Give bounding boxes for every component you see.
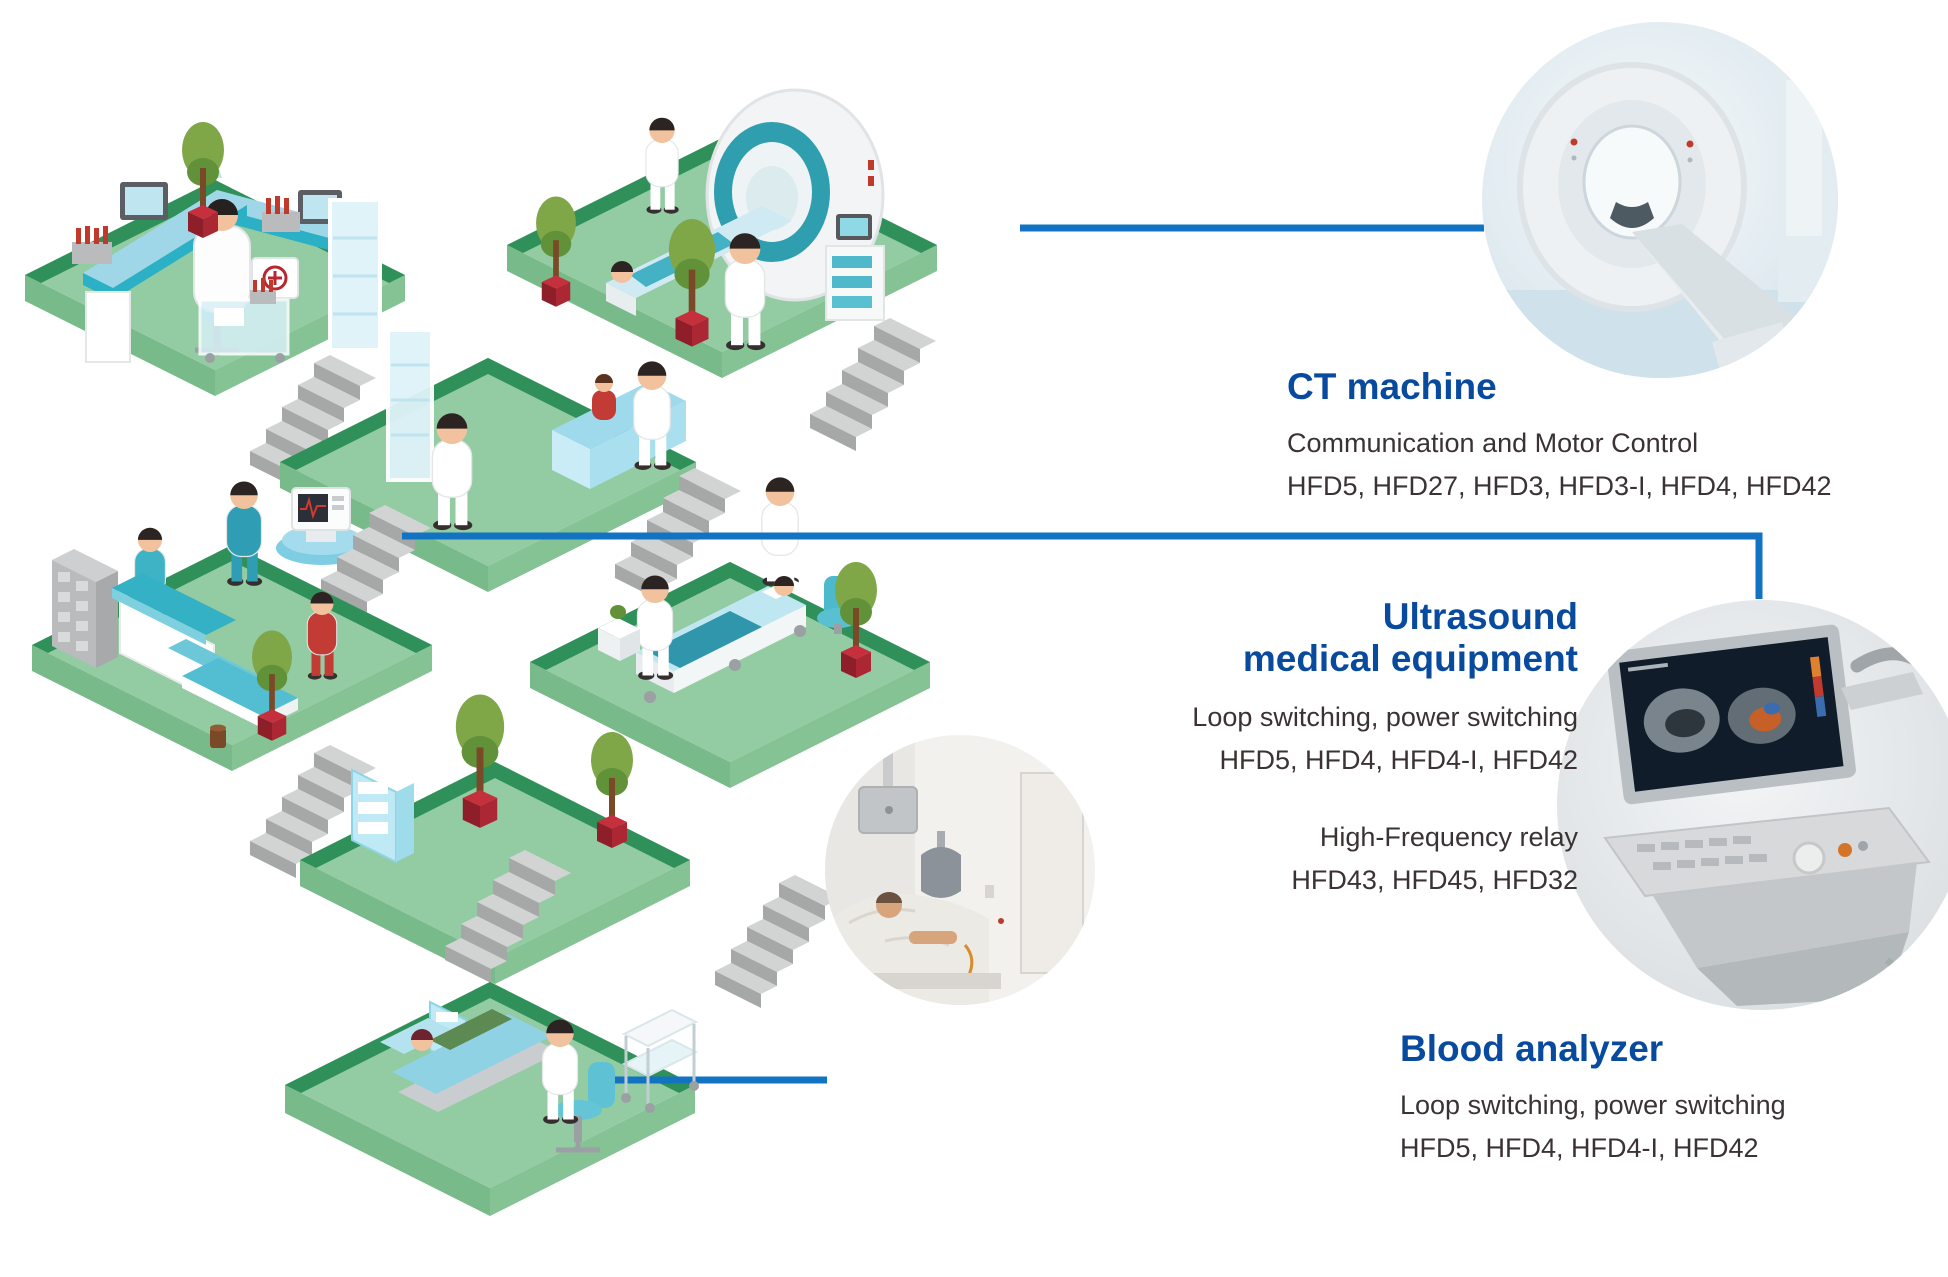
blood-callout-title: Blood analyzer <box>1400 1028 1664 1069</box>
ward-illustration <box>598 476 877 703</box>
exam-room-illustration <box>386 328 686 531</box>
ct-scanner-photo <box>1482 22 1838 378</box>
ct-callout-function: Communication and Motor Control <box>1287 428 1699 458</box>
blood-callout-function: Loop switching, power switching <box>1400 1090 1786 1120</box>
connector-lines <box>402 224 1763 1084</box>
ultrasound-callout-relays: HFD5, HFD4, HFD4-I, HFD42 <box>1219 745 1578 775</box>
ultrasound-machine-photo <box>1557 600 1948 1010</box>
ultrasound-callout-title-line1: Ultrasound <box>1382 596 1578 637</box>
ecg-monitor-podium <box>276 487 368 565</box>
garden-illustration <box>351 694 633 864</box>
reception-illustration <box>52 480 338 748</box>
ultrasound-callout-title-line2: medical equipment <box>1242 638 1578 679</box>
ultrasound-callout-function: Loop switching, power switching <box>1192 702 1578 732</box>
ct-machine-illustration <box>536 88 885 351</box>
ultrasound-callout: Ultrasound medical equipment Loop switch… <box>958 596 1578 902</box>
laboratory-illustration <box>72 122 382 363</box>
stairs-ct-to-exam <box>810 318 936 451</box>
stairs-ward-down <box>715 875 841 1008</box>
ct-callout: CT machine Communication and Motor Contr… <box>1287 366 1907 508</box>
blood-callout-relays: HFD5, HFD4, HFD4-I, HFD42 <box>1400 1133 1759 1163</box>
ultrasound-callout-hf-function: High-Frequency relay <box>1319 822 1578 852</box>
spacer <box>958 782 1578 816</box>
blood-analyzer-callout: Blood analyzer Loop switching, power swi… <box>1400 1028 1920 1170</box>
phlebotomist-and-cart <box>541 1008 699 1153</box>
ultrasound-callout-hf-relays: HFD43, HFD45, HFD32 <box>1291 865 1578 895</box>
ct-callout-relays: HFD5, HFD27, HFD3, HFD3-I, HFD4, HFD42 <box>1287 471 1832 501</box>
ct-callout-title: CT machine <box>1287 366 1497 407</box>
blood-analyzer-photo <box>825 735 1095 1005</box>
blood-draw-illustration <box>380 1000 560 1112</box>
ultrasound-connector-line <box>402 532 1763 599</box>
